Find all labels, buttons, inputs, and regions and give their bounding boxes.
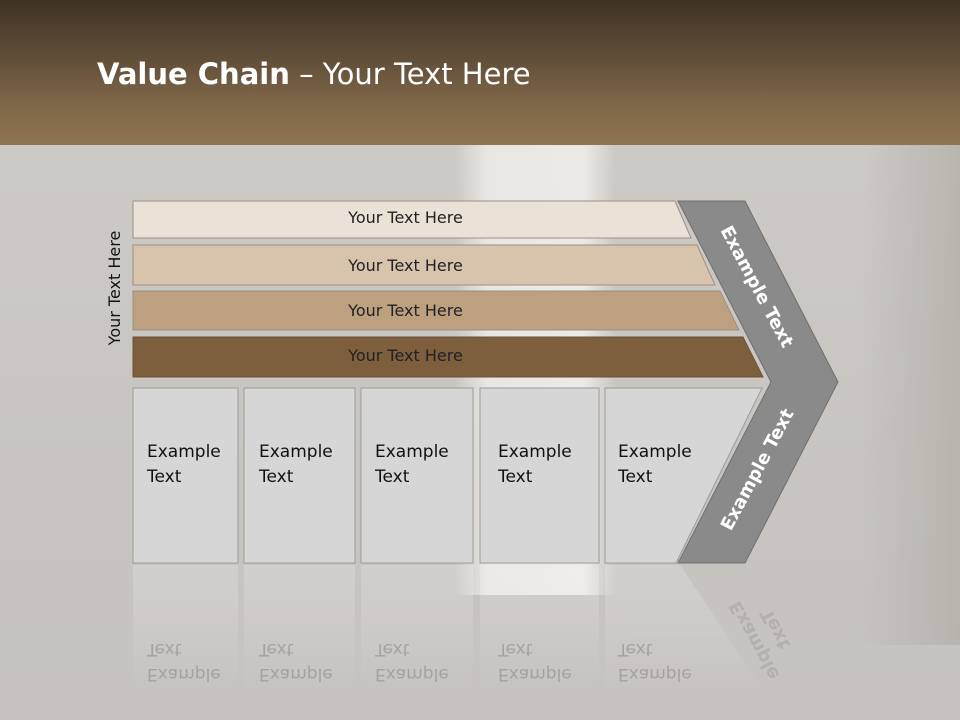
column-label-4: Example Text bbox=[498, 440, 572, 490]
row-label-1: Your Text Here bbox=[348, 208, 463, 227]
side-label-wrap: Your Text Here bbox=[50, 231, 180, 346]
reflected-label-5-line2: Text bbox=[618, 639, 653, 659]
column-box-3 bbox=[360, 387, 474, 564]
reflection-column-2 bbox=[244, 565, 355, 695]
reflected-column-label-4: Example Text bbox=[498, 636, 572, 686]
column-label-4-line1: Example bbox=[498, 442, 572, 462]
diagram-reflection bbox=[133, 565, 770, 700]
column-label-1-line2: Text bbox=[147, 467, 182, 487]
column-label-5-line2: Text bbox=[618, 467, 653, 487]
reflected-label-1-line1: Example bbox=[147, 664, 221, 684]
reflection-column-4 bbox=[480, 565, 599, 695]
slide-title: Value Chain – Your Text Here bbox=[97, 52, 531, 96]
side-label: Your Text Here bbox=[105, 230, 124, 346]
chevron-arrow bbox=[677, 200, 839, 564]
column-box-5 bbox=[604, 387, 763, 564]
column-label-4-line2: Text bbox=[498, 467, 533, 487]
reflected-label-3-line2: Text bbox=[375, 639, 410, 659]
column-box-1 bbox=[132, 387, 239, 564]
reflected-label-4-line2: Text bbox=[498, 639, 533, 659]
reflected-column-label-3: Example Text bbox=[375, 636, 449, 686]
column-label-3-line2: Text bbox=[375, 467, 410, 487]
row-bar-4 bbox=[132, 336, 764, 378]
title-bold-part: Value Chain bbox=[97, 57, 290, 91]
background-photo-shadow bbox=[860, 145, 960, 645]
column-label-1: Example Text bbox=[147, 440, 221, 490]
reflection-column-1 bbox=[133, 565, 238, 695]
row-bar-3 bbox=[132, 290, 740, 331]
row-label-3: Your Text Here bbox=[348, 301, 463, 320]
row-label-2: Your Text Here bbox=[348, 256, 463, 275]
column-box-2 bbox=[243, 387, 356, 564]
reflected-label-4-line1: Example bbox=[498, 664, 572, 684]
column-label-3: Example Text bbox=[375, 440, 449, 490]
column-label-2: Example Text bbox=[259, 440, 333, 490]
reflected-label-2-line1: Example bbox=[259, 664, 333, 684]
title-regular-part: – Your Text Here bbox=[289, 57, 531, 91]
reflected-label-1-line2: Text bbox=[147, 639, 182, 659]
title-bar: Value Chain – Your Text Here bbox=[0, 0, 960, 145]
column-label-5: Example Text bbox=[618, 440, 692, 490]
row-bar-2 bbox=[132, 244, 716, 286]
reflected-column-label-5: Example Text bbox=[618, 636, 692, 686]
reflected-label-5-line1: Example bbox=[618, 664, 692, 684]
reflection-column-3 bbox=[361, 565, 473, 695]
column-label-3-line1: Example bbox=[375, 442, 449, 462]
reflected-label-2-line2: Text bbox=[259, 639, 294, 659]
column-label-2-line2: Text bbox=[259, 467, 294, 487]
row-bar-1 bbox=[132, 200, 692, 239]
row-label-4: Your Text Here bbox=[348, 346, 463, 365]
column-label-1-line1: Example bbox=[147, 442, 221, 462]
reflected-label-3-line1: Example bbox=[375, 664, 449, 684]
reflected-column-label-1: Example Text bbox=[147, 636, 221, 686]
column-label-2-line1: Example bbox=[259, 442, 333, 462]
column-label-5-line1: Example bbox=[618, 442, 692, 462]
column-box-4 bbox=[479, 387, 600, 564]
reflected-column-label-2: Example Text bbox=[259, 636, 333, 686]
reflection-column-5 bbox=[605, 565, 770, 700]
